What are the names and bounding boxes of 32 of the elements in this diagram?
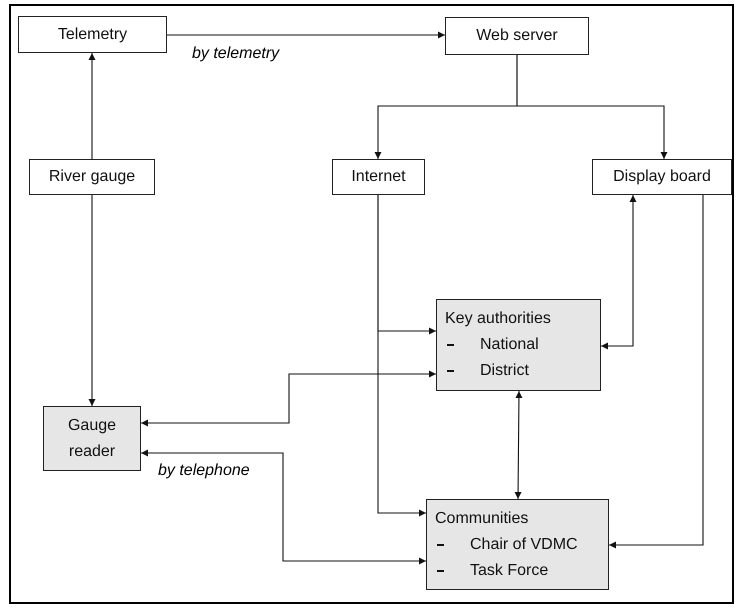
- list-item: District: [480, 362, 529, 380]
- box-label: Gauge reader: [66, 416, 118, 462]
- box-heading: Key authorities: [445, 309, 552, 329]
- box-label: Telemetry: [58, 26, 128, 44]
- edge-label: by telemetry: [190, 45, 282, 63]
- box-label: River gauge: [48, 168, 136, 186]
- arrow: [88, 53, 96, 159]
- edge-label: by telephone: [156, 462, 252, 480]
- arrow: [514, 391, 522, 499]
- process-box: [29, 159, 155, 195]
- arrow: [167, 32, 445, 38]
- arrow: [609, 195, 704, 548]
- list-item: Chair of VDMC: [470, 536, 578, 554]
- stakeholder-box: [426, 499, 609, 590]
- process-box: [445, 17, 589, 55]
- process-box: [332, 159, 425, 195]
- arrow: [88, 195, 96, 406]
- box-heading: Communities: [435, 509, 530, 529]
- arrow: [377, 195, 426, 516]
- box-label: Internet: [351, 168, 406, 186]
- box-label: Web server: [476, 27, 558, 45]
- arrow: [141, 450, 426, 564]
- stakeholder-box: [436, 299, 601, 391]
- list-item: National: [480, 336, 539, 354]
- process-box: [592, 159, 732, 195]
- box-label: Display board: [613, 168, 711, 186]
- arrow: [141, 370, 436, 426]
- process-box: [18, 16, 167, 53]
- arrow: [601, 195, 636, 350]
- list-item: Task Force: [470, 562, 548, 580]
- stakeholder-box: [43, 406, 141, 471]
- arrow: [516, 55, 668, 159]
